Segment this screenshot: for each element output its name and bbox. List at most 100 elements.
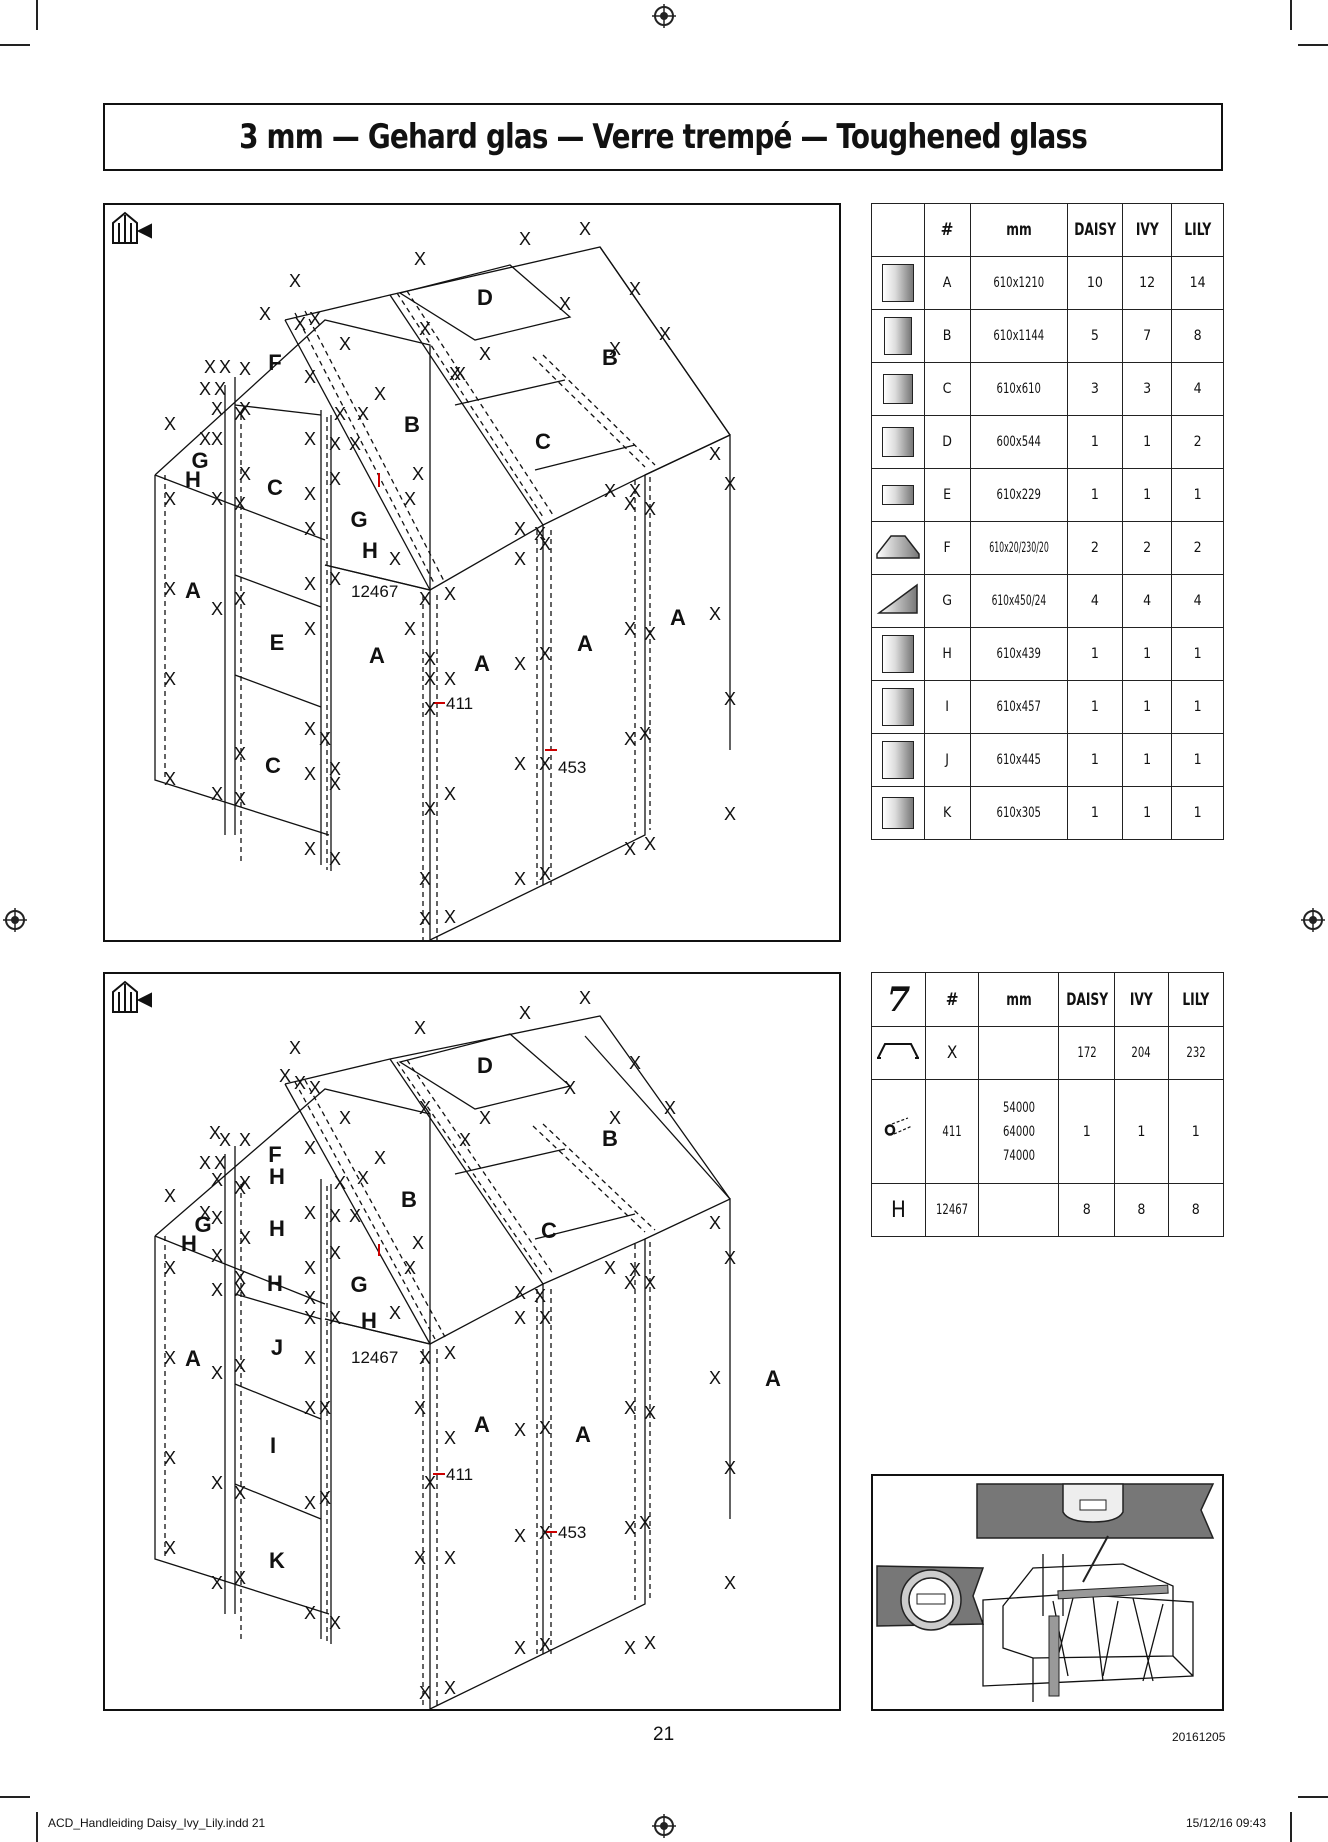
svg-text:C: C <box>267 475 283 500</box>
svg-text:X: X <box>519 1003 531 1023</box>
svg-text:X: X <box>514 1308 526 1328</box>
svg-text:411: 411 <box>446 1465 473 1484</box>
svg-text:X: X <box>304 1308 316 1328</box>
svg-text:X: X <box>211 1246 223 1266</box>
svg-text:X: X <box>424 649 436 669</box>
table-row: C 610x610 3 3 4 <box>871 362 1224 416</box>
col-header-lily: LILY <box>1171 203 1224 257</box>
svg-text:X: X <box>404 489 416 509</box>
col-header-ivy: IVY <box>1122 203 1173 257</box>
crop-mark <box>1290 1812 1292 1842</box>
svg-text:A: A <box>765 1366 781 1391</box>
glass-pane-icon <box>881 635 914 673</box>
svg-text:X: X <box>624 1638 636 1658</box>
table-row: I 610x457 1 1 1 <box>871 680 1224 734</box>
svg-text:X: X <box>659 324 671 344</box>
registration-mark-icon <box>652 4 676 28</box>
hardware-table: 7 # mm DAISY IVY LILY X 172 204 232 411 … <box>871 972 1225 1237</box>
svg-text:X: X <box>199 1153 211 1173</box>
svg-text:X: X <box>234 1356 246 1376</box>
svg-text:X: X <box>414 1398 426 1418</box>
table-row: X 172 204 232 <box>871 1026 1225 1080</box>
glass-pane-icon <box>881 485 914 505</box>
svg-text:X: X <box>357 404 369 424</box>
svg-text:X: X <box>211 1170 223 1190</box>
svg-text:A: A <box>575 1422 591 1447</box>
svg-text:X: X <box>404 619 416 639</box>
file-slug: ACD_Handleiding Daisy_Ivy_Lily.indd 21 <box>48 1816 266 1830</box>
svg-text:X: X <box>724 1573 736 1593</box>
svg-text:X: X <box>211 489 223 509</box>
svg-text:X: X <box>234 404 246 424</box>
rubber-profile-icon <box>885 1116 913 1136</box>
svg-text:X: X <box>559 294 571 314</box>
svg-text:X: X <box>294 1073 306 1093</box>
svg-text:X: X <box>539 644 551 664</box>
svg-text:X: X <box>624 619 636 639</box>
svg-text:X: X <box>639 724 651 744</box>
svg-text:X: X <box>644 624 656 644</box>
crop-mark <box>36 0 38 30</box>
page-title: 3 mm — Gehard glas — Verre trempé — Toug… <box>238 117 1088 157</box>
registration-mark-icon <box>3 908 27 932</box>
svg-text:X: X <box>239 359 251 379</box>
svg-text:X: X <box>629 481 641 501</box>
svg-text:B: B <box>401 1187 417 1212</box>
table-row: E 610x229 1 1 1 <box>871 468 1224 522</box>
greenhouse-icon <box>112 980 152 1013</box>
svg-text:X: X <box>539 1418 551 1438</box>
svg-text:X: X <box>412 464 424 484</box>
table-row: 411 54000 64000 74000 1 1 1 <box>871 1079 1225 1184</box>
svg-text:X: X <box>539 864 551 884</box>
svg-text:C: C <box>265 753 281 778</box>
svg-text:X: X <box>444 1548 456 1568</box>
svg-text:X: X <box>539 1308 551 1328</box>
glass-pane-icon <box>883 317 912 355</box>
svg-text:X: X <box>329 774 341 794</box>
glass-pane-icon <box>881 741 914 779</box>
svg-text:X: X <box>164 1538 176 1558</box>
svg-text:X: X <box>334 404 346 424</box>
svg-text:B: B <box>602 345 618 370</box>
svg-text:A: A <box>185 578 201 603</box>
svg-text:411: 411 <box>446 694 473 713</box>
level-illustration <box>871 1474 1224 1711</box>
table-row: B 610x1144 5 7 8 <box>871 309 1224 363</box>
svg-text:X: X <box>609 1108 621 1128</box>
svg-text:X: X <box>444 584 456 604</box>
svg-text:X: X <box>514 1526 526 1546</box>
svg-text:X: X <box>724 1458 736 1478</box>
svg-text:H: H <box>269 1216 285 1241</box>
svg-text:X: X <box>239 464 251 484</box>
svg-text:X: X <box>211 599 223 619</box>
svg-text:X: X <box>199 379 211 399</box>
svg-text:X: X <box>579 988 591 1008</box>
svg-text:X: X <box>609 339 621 359</box>
svg-text:X: X <box>304 484 316 504</box>
svg-text:X: X <box>319 1398 331 1418</box>
svg-text:X: X <box>629 1260 641 1280</box>
svg-text:X: X <box>579 219 591 239</box>
svg-text:X: X <box>211 784 223 804</box>
svg-text:X: X <box>419 909 431 929</box>
svg-text:X: X <box>449 364 461 384</box>
svg-text:X: X <box>304 519 316 539</box>
svg-text:X: X <box>724 1248 736 1268</box>
svg-text:X: X <box>304 719 316 739</box>
svg-text:X: X <box>604 481 616 501</box>
icon-header-cell <box>871 203 925 257</box>
svg-text:X: X <box>624 839 636 859</box>
crop-mark <box>0 44 30 46</box>
svg-text:X: X <box>211 1208 223 1228</box>
svg-text:X: X <box>604 1258 616 1278</box>
svg-text:X: X <box>334 1173 346 1193</box>
svg-text:I: I <box>270 1433 276 1458</box>
svg-text:X: X <box>644 499 656 519</box>
svg-text:X: X <box>329 434 341 454</box>
svg-text:X: X <box>214 1153 226 1173</box>
table-row: J 610x445 1 1 1 <box>871 733 1224 787</box>
svg-text:X: X <box>164 669 176 689</box>
svg-text:X: X <box>164 1258 176 1278</box>
svg-text:X: X <box>164 1186 176 1206</box>
